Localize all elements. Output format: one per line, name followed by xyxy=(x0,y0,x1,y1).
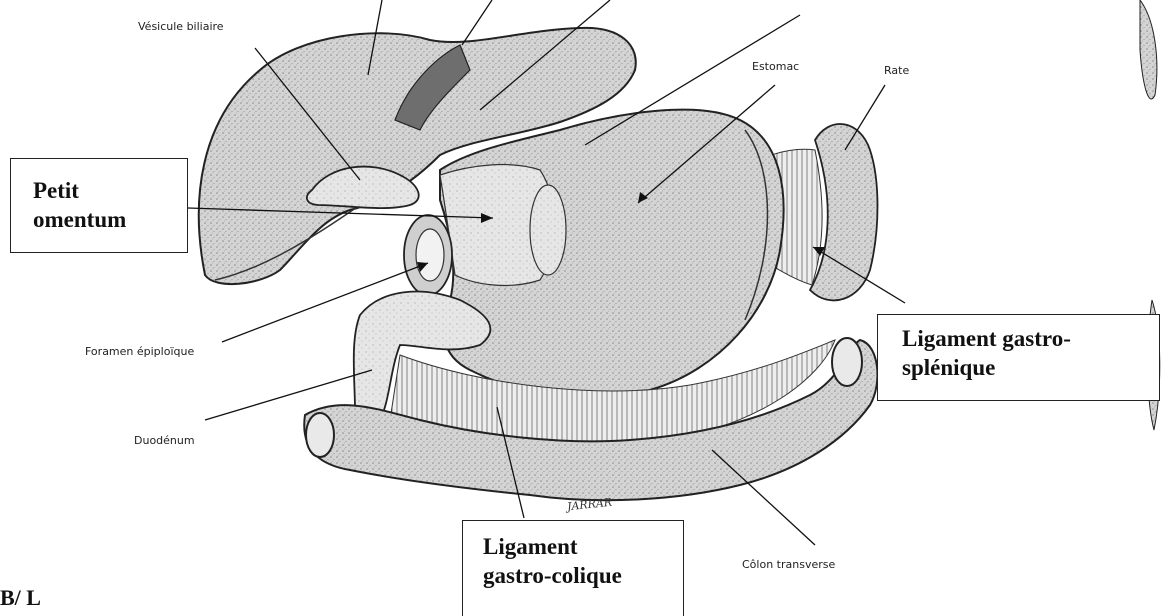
label-duodenum: Duodénum xyxy=(134,434,195,447)
box-gastro-colique-line1: Ligament xyxy=(483,533,683,562)
omental-fold xyxy=(530,185,566,275)
box-petit-omentum-line1: Petit xyxy=(33,177,187,206)
box-petit-omentum: Petit omentum xyxy=(10,158,188,253)
label-rate: Rate xyxy=(884,64,909,77)
right-edge-structure xyxy=(1140,0,1157,99)
box-gastro-colique-line2: gastro-colique xyxy=(483,562,683,591)
label-colon-transverse: Côlon transverse xyxy=(742,558,835,571)
label-vesicule-biliaire: Vésicule biliaire xyxy=(138,20,224,33)
colon-right-end xyxy=(832,338,862,386)
box-ligament-gastro-colique: Ligament gastro-colique xyxy=(462,520,684,616)
box-gastro-splenique-line2: splénique xyxy=(902,354,1159,383)
colon-left-end xyxy=(306,413,334,457)
box-gastro-splenique-line1: Ligament gastro- xyxy=(902,325,1159,354)
label-estomac: Estomac xyxy=(752,60,799,73)
box-petit-omentum-line2: omentum xyxy=(33,206,187,235)
bottom-heading-fragment: B/ L xyxy=(0,585,41,611)
label-foramen-epiploique: Foramen épiploïque xyxy=(85,345,194,358)
box-ligament-gastro-splenique: Ligament gastro- splénique xyxy=(877,314,1160,401)
